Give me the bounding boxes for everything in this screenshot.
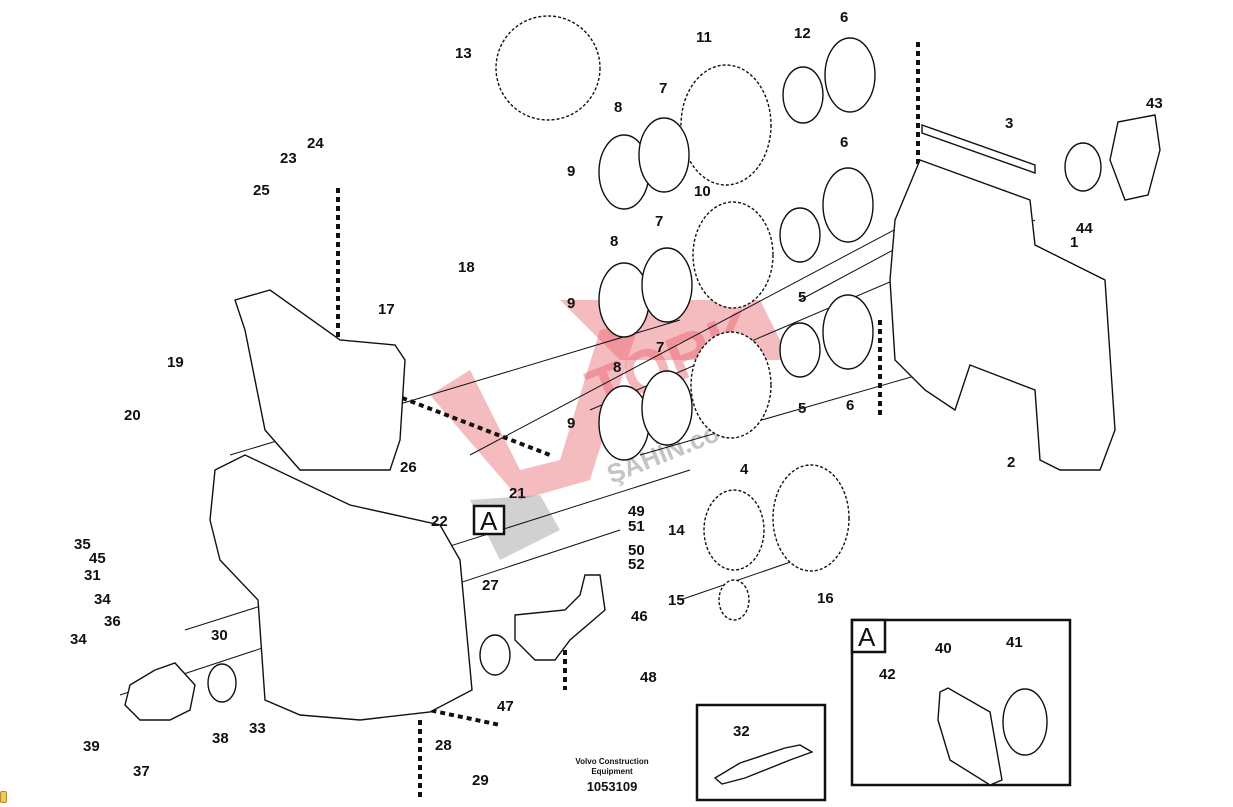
callout-c9c: 9: [567, 415, 575, 432]
part-4-gear: [690, 331, 772, 439]
detail-box-a: A: [850, 618, 1072, 787]
callout-c7b: 7: [655, 213, 663, 230]
housings: [124, 114, 1161, 721]
callout-c26: 26: [400, 459, 417, 476]
part-14-gear: [703, 489, 765, 571]
callout-c1: 1: [1070, 234, 1078, 251]
callout-c5a: 5: [798, 289, 806, 306]
callout-c11: 11: [696, 29, 712, 46]
callout-c46: 46: [631, 608, 648, 625]
drawing-number: 1053109: [587, 779, 638, 794]
callout-c14: 14: [668, 522, 685, 539]
callout-c50: 50: [628, 542, 645, 559]
callout-c42: 42: [879, 666, 896, 683]
callout-c8b: 8: [610, 233, 618, 250]
callout-c43: 43: [1146, 95, 1163, 112]
callout-c29: 29: [472, 772, 489, 789]
callout-c8a: 8: [614, 99, 622, 116]
callout-c24: 24: [307, 135, 324, 152]
callout-c48: 48: [640, 669, 657, 686]
callout-c15: 15: [668, 592, 685, 609]
callout-c23: 23: [280, 150, 297, 167]
callout-c7c: 7: [656, 339, 664, 356]
corner-marker: [0, 791, 7, 803]
callout-c19: 19: [167, 354, 184, 371]
callout-c32: 32: [733, 723, 750, 740]
detail-a-tag-label: A: [480, 506, 498, 536]
detail-box-a-tag: A: [858, 622, 876, 652]
detail-box-32: [695, 703, 827, 802]
part-11-gear: [680, 64, 772, 186]
callout-c34a: 34: [94, 591, 111, 608]
part-37-water-pump: [124, 662, 196, 721]
callout-c31: 31: [84, 567, 101, 584]
callout-c22: 22: [431, 513, 448, 530]
callout-c12: 12: [794, 25, 811, 42]
callout-c9a: 9: [567, 163, 575, 180]
gears: [495, 15, 850, 621]
part-47-o-ring: [479, 634, 511, 676]
callout-c4: 4: [740, 461, 749, 478]
callout-c9b: 9: [567, 295, 575, 312]
callout-c35: 35: [74, 536, 91, 553]
callout-c38: 38: [212, 730, 229, 747]
callout-c20: 20: [124, 407, 141, 424]
part-15-gear: [718, 579, 750, 621]
callout-c36: 36: [104, 613, 121, 630]
callout-c28: 28: [435, 737, 452, 754]
part-44-o-ring: [1064, 142, 1102, 192]
part-3-rail: [921, 124, 1036, 174]
part-43-cover: [1109, 114, 1161, 201]
part-38-o-ring: [207, 663, 237, 703]
callout-c16: 16: [817, 590, 834, 607]
callout-c21: 21: [509, 485, 526, 502]
callout-c25: 25: [253, 182, 270, 199]
callout-c13: 13: [455, 45, 472, 62]
callout-c18: 18: [458, 259, 475, 276]
callout-c34b: 34: [70, 631, 87, 648]
part-10-gear: [692, 201, 774, 309]
detail-a-reference: A: [472, 504, 506, 536]
callout-c41: 41: [1006, 634, 1023, 651]
callout-c33: 33: [249, 720, 266, 737]
part-46-filler-pipe: [514, 574, 606, 661]
callout-c5b: 5: [798, 400, 806, 417]
callout-c49: 49: [628, 503, 645, 520]
callout-c44: 44: [1076, 220, 1093, 237]
drawing-footer: Volvo Construction Equipment 1053109: [575, 757, 648, 794]
callout-c6b: 6: [840, 134, 848, 151]
publisher-line-1: Volvo Construction: [575, 757, 648, 766]
callout-c40: 40: [935, 640, 952, 657]
callout-c52: 52: [628, 556, 645, 573]
part-16-gear: [772, 464, 850, 572]
callout-c51: 51: [628, 518, 645, 535]
callout-c10: 10: [694, 183, 711, 200]
callout-c39: 39: [83, 738, 100, 755]
callout-c7a: 7: [659, 80, 667, 97]
callout-c8c: 8: [613, 359, 621, 376]
callout-c6c: 6: [846, 397, 854, 414]
part-17-upper-cover: [234, 289, 406, 471]
part-1-timing-plate: [889, 159, 1116, 471]
callout-c30: 30: [211, 627, 228, 644]
part-30-front-housing: [209, 454, 473, 721]
callout-c2: 2: [1007, 454, 1015, 471]
callout-c3: 3: [1005, 115, 1013, 132]
callout-c17: 17: [378, 301, 395, 318]
callout-c47: 47: [497, 698, 514, 715]
callout-c27: 27: [482, 577, 499, 594]
callout-c45: 45: [89, 550, 106, 567]
part-13-gear: [495, 15, 601, 121]
callout-c6a: 6: [840, 9, 848, 26]
publisher-line-2: Equipment: [591, 767, 633, 776]
callout-c37: 37: [133, 763, 150, 780]
plates-and-hubs: [598, 37, 876, 461]
